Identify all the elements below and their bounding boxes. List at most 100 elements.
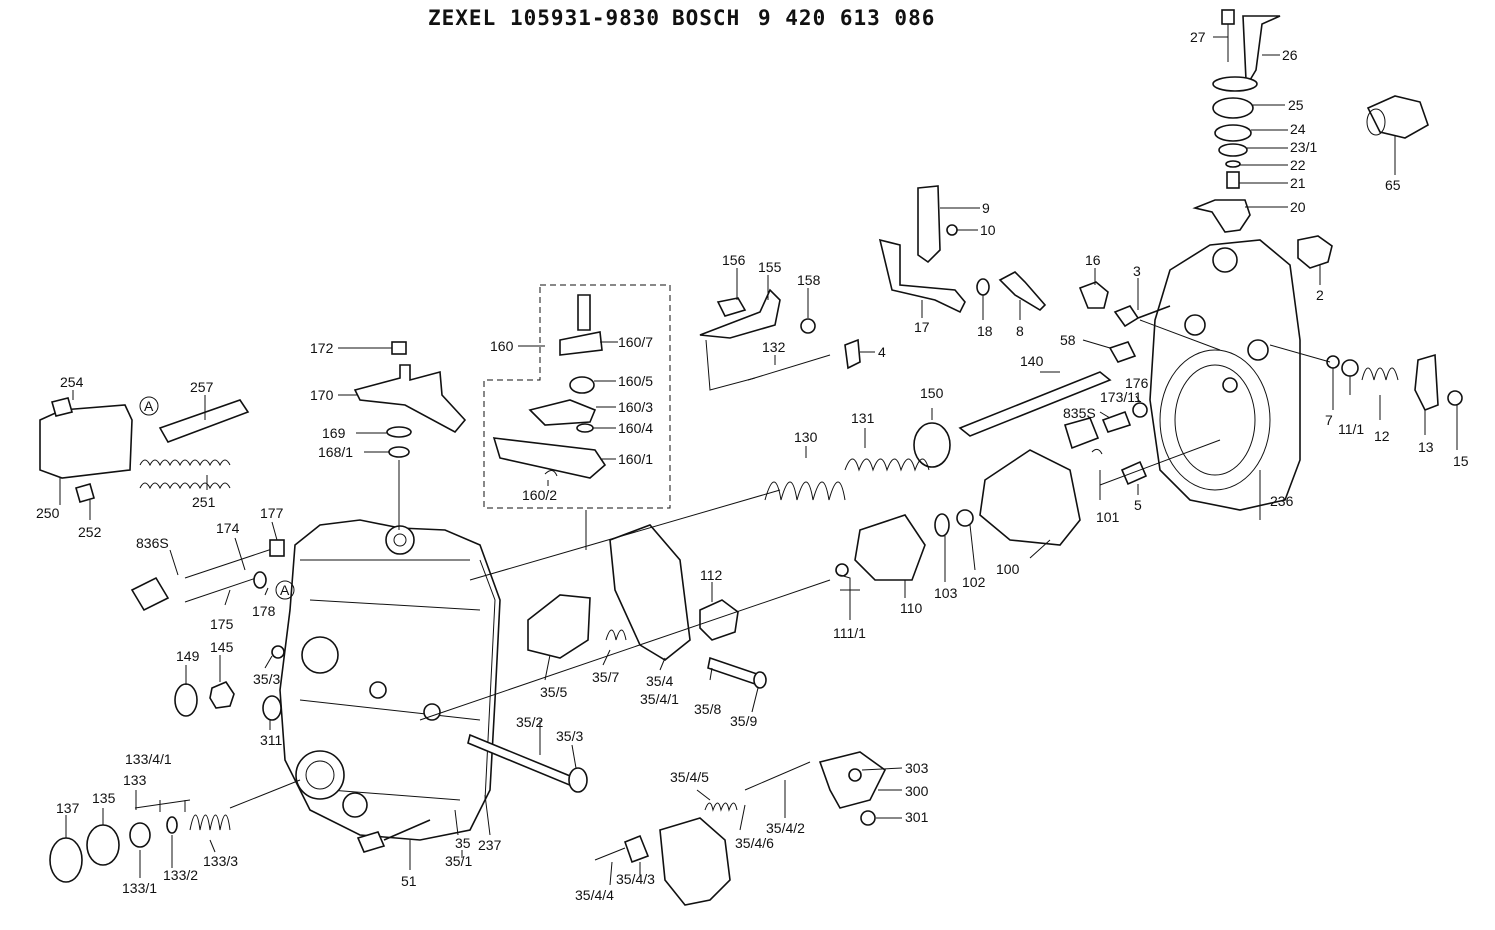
header-zexel-number: 105931-9830 (510, 6, 661, 30)
cap-137 (49, 837, 83, 883)
clip-160-2 (544, 470, 558, 477)
header-bosch-number: 9 420 613 086 (758, 6, 936, 30)
label-11-1: 11/1 (1338, 421, 1364, 437)
label-18: 18 (977, 323, 993, 339)
label-9: 9 (982, 200, 990, 216)
label-252: 252 (78, 524, 102, 540)
plate-160-1 (492, 437, 607, 479)
header-brand-zexel: ZEXEL (428, 6, 497, 30)
label-35-4-5: 35/4/5 (670, 769, 709, 785)
label-835s: 835S (1063, 405, 1096, 421)
label-174: 174 (216, 520, 240, 536)
label-300: 300 (905, 783, 929, 799)
label-150: 150 (920, 385, 944, 401)
sleeve-35-4-3 (623, 834, 650, 864)
label-172: 172 (310, 340, 334, 356)
label-26: 26 (1282, 47, 1298, 63)
ring-24 (1214, 124, 1252, 142)
nut-10 (946, 224, 958, 236)
label-A-1: A (144, 398, 154, 414)
label-22: 22 (1290, 157, 1306, 173)
cap-135 (86, 824, 120, 866)
label-102: 102 (962, 574, 986, 590)
lever-20 (1192, 199, 1251, 233)
label-23-1: 23/1 (1290, 139, 1317, 155)
sleeve-110 (854, 514, 926, 581)
label-35-4-2: 35/4/2 (766, 820, 805, 836)
lever-35-4 (609, 524, 691, 661)
label-51: 51 (401, 873, 417, 889)
washer-102 (956, 509, 974, 527)
label-250: 250 (36, 505, 60, 521)
label-110: 110 (900, 600, 923, 616)
main-pump-housing (279, 519, 501, 841)
label-8: 8 (1016, 323, 1024, 339)
label-145: 145 (210, 639, 234, 655)
label-169: 169 (322, 425, 346, 441)
bracket-26 (1242, 15, 1281, 81)
washer-18 (976, 278, 990, 296)
label-836s: 836S (136, 535, 169, 551)
spring-160-5 (569, 376, 595, 394)
screw-3 (1113, 305, 1171, 328)
nut-65 (1366, 95, 1429, 139)
label-35-1: 35/1 (445, 853, 472, 869)
label-303: 303 (905, 760, 929, 776)
sleeve-150 (913, 422, 951, 468)
label-254: 254 (60, 374, 84, 390)
label-177: 177 (260, 505, 284, 521)
label-24: 24 (1290, 121, 1306, 137)
label-15: 15 (1453, 453, 1469, 469)
springs-251 (139, 459, 231, 490)
label-103: 103 (934, 585, 958, 601)
bolt-27 (1221, 9, 1235, 62)
cap-25 (1212, 97, 1254, 119)
shaft-140 (958, 371, 1112, 437)
pin-160-7 (559, 294, 603, 356)
label-176: 176 (1125, 375, 1149, 391)
washer-303 (848, 768, 862, 782)
label-35-7: 35/7 (592, 669, 619, 685)
ring-35-3b (568, 767, 588, 793)
label-175: 175 (210, 616, 234, 632)
label-A-2: A (280, 582, 290, 598)
label-21: 21 (1290, 175, 1306, 191)
washer-11-1 (1341, 359, 1359, 377)
nut-176 (1132, 402, 1148, 418)
label-135: 135 (92, 790, 116, 806)
label-4: 4 (878, 344, 886, 360)
label-130: 130 (794, 429, 818, 445)
label-257: 257 (190, 379, 214, 395)
spring-131 (844, 458, 930, 472)
screw-35-4-2 (744, 761, 811, 791)
label-111-1: 111/1 (833, 625, 866, 641)
screw-156 (716, 297, 747, 317)
label-35-4-1: 35/4/1 (640, 691, 679, 707)
dashed-box-160 (483, 284, 671, 509)
label-301: 301 (905, 809, 929, 825)
nut-145 (209, 681, 235, 709)
label-35-3b: 35/3 (556, 728, 583, 744)
spring-35-4-5 (704, 802, 738, 812)
label-35-5: 35/5 (540, 684, 567, 700)
governor-housing (1149, 239, 1301, 511)
label-13: 13 (1418, 439, 1434, 455)
label-35-8: 35/8 (694, 701, 721, 717)
label-133-1: 133/1 (122, 880, 157, 896)
label-149: 149 (176, 648, 200, 664)
label-35-4-4: 35/4/4 (575, 887, 614, 903)
label-140: 140 (1020, 353, 1044, 369)
screw-174 (184, 547, 276, 579)
label-20: 20 (1290, 199, 1306, 215)
spring-23-1 (1218, 143, 1248, 157)
spring-133-3 (189, 814, 231, 831)
bracket-155 (699, 288, 781, 339)
washer-26 (1212, 76, 1258, 92)
lever-170 (353, 364, 467, 434)
label-158: 158 (797, 272, 821, 288)
label-35-9: 35/9 (730, 713, 757, 729)
washer-168-1 (388, 446, 410, 458)
ring-111-1 (835, 563, 849, 577)
label-35-2: 35/2 (516, 714, 543, 730)
